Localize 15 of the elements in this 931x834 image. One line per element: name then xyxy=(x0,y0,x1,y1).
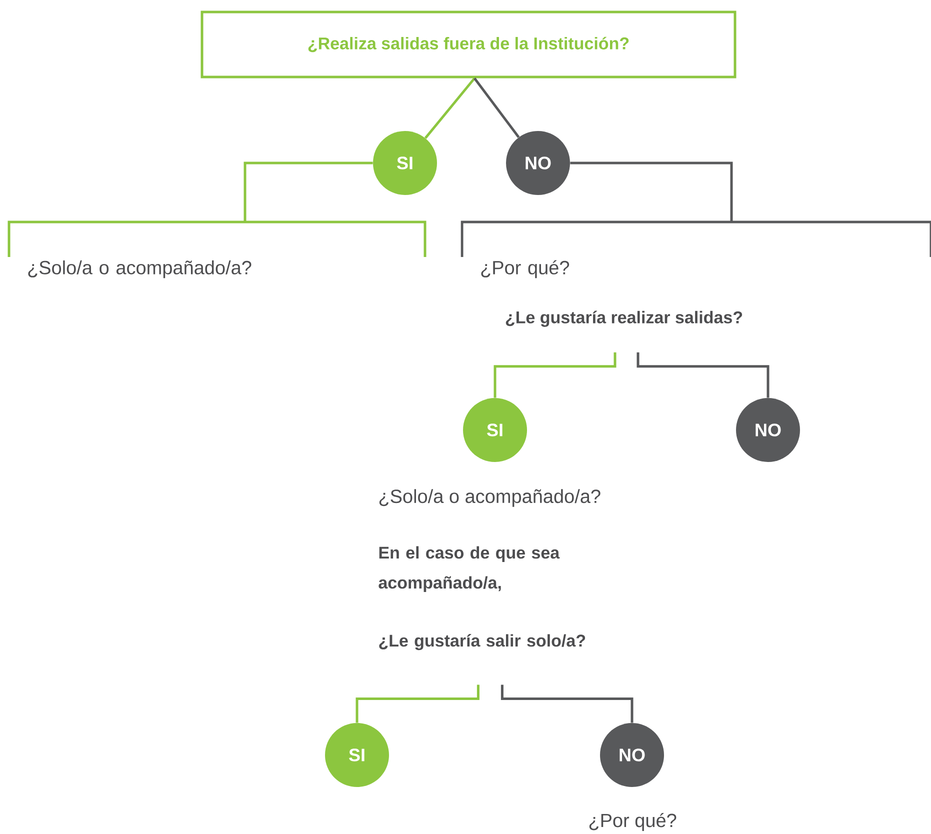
caption-text: ¿Por qué? xyxy=(589,813,676,831)
question-text: ¿Solo/a o acompañado/a? xyxy=(28,260,252,278)
title-box: ¿Realiza salidas fuera de la Institución? xyxy=(200,10,736,78)
connector-line xyxy=(494,352,616,398)
connector-line xyxy=(474,78,520,138)
question-text: ¿Le gustaría realizar salidas? xyxy=(506,310,742,327)
question-text: En el caso de que sea acompañado/a, ¿Le gustaría salir solo/a? xyxy=(378,546,586,650)
connector-line xyxy=(636,352,770,398)
connector-line xyxy=(424,77,476,139)
connector-line xyxy=(500,684,634,723)
connector-line xyxy=(570,162,733,222)
connector-line xyxy=(244,162,373,222)
question-text: ¿Por qué? xyxy=(481,260,570,278)
caption-text: ¿Solo/a o acompañado/a? xyxy=(379,489,600,507)
connector-line xyxy=(356,684,480,723)
